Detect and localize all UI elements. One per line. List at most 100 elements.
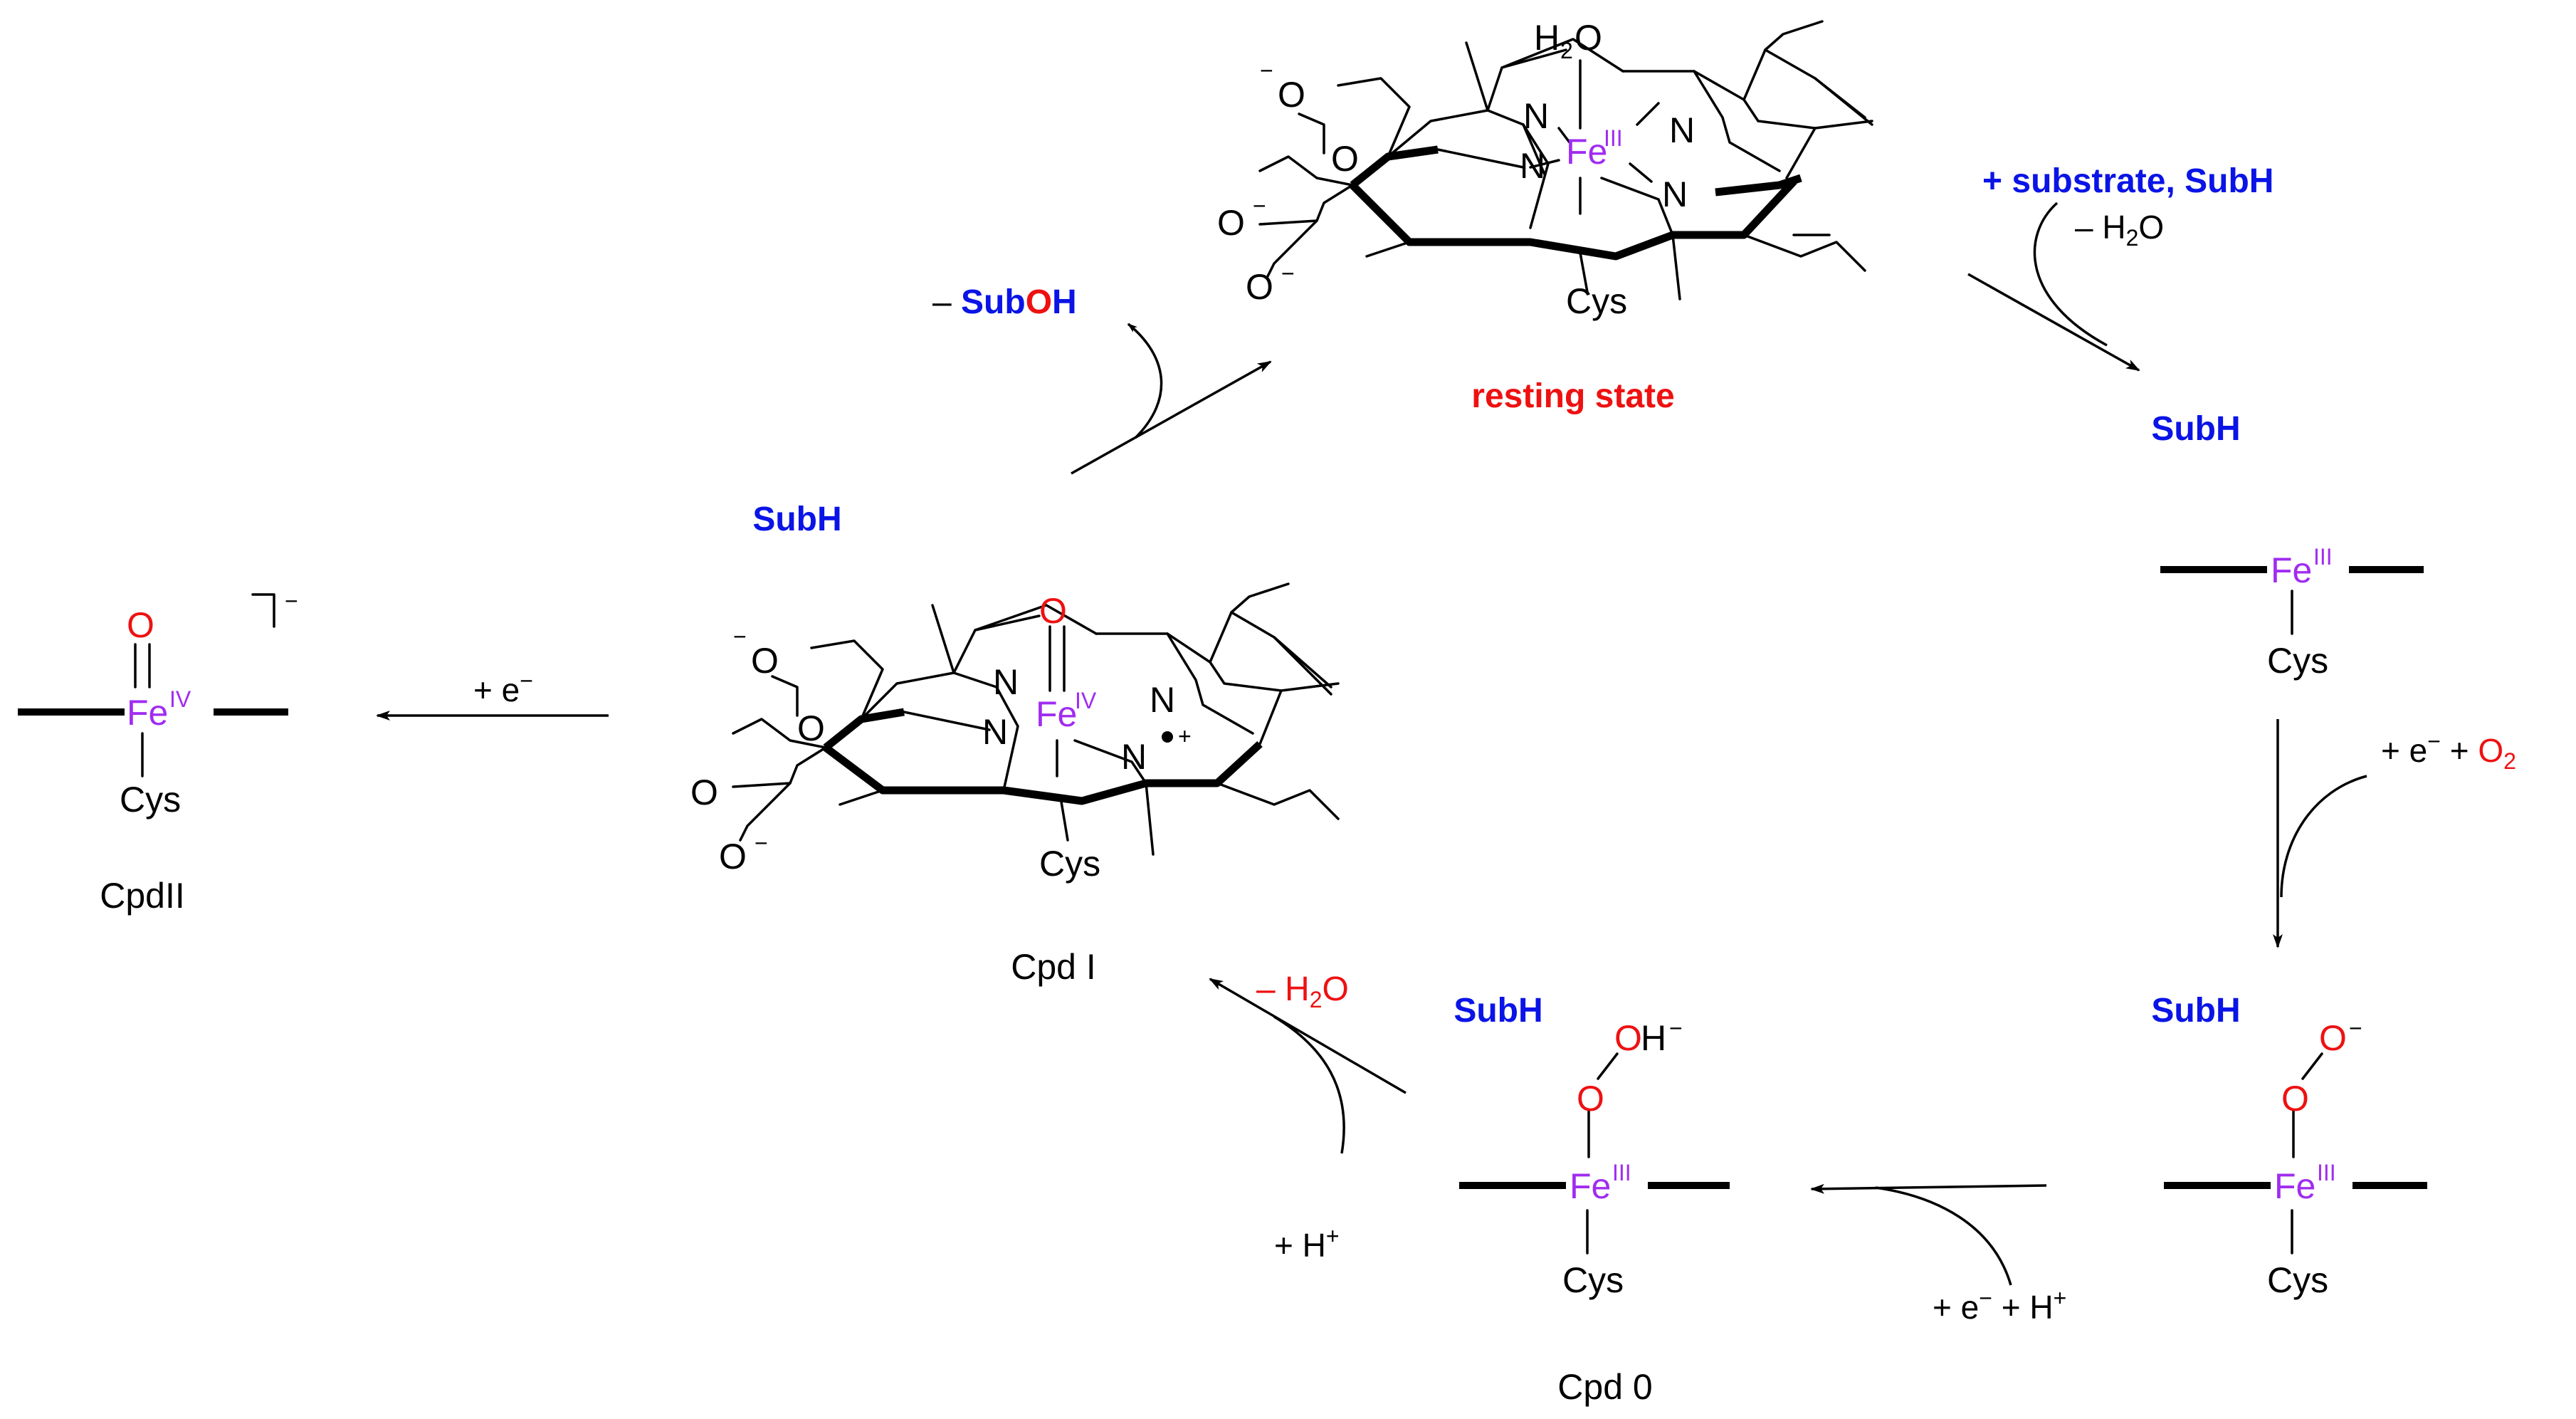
water-subscript: 2 bbox=[1560, 38, 1573, 63]
electron-charge: − bbox=[520, 668, 533, 693]
plus-text: + bbox=[2441, 732, 2478, 769]
arrow-reduction-protonation: + e− + H+ bbox=[1810, 1183, 2066, 1326]
nitrogen-label: N bbox=[982, 712, 1008, 752]
cys-label: Cys bbox=[1566, 281, 1627, 321]
nitrogen-label: N bbox=[1662, 174, 1688, 214]
electron-text: + e bbox=[1933, 1289, 1979, 1326]
svg-text:+ e− + O2: + e− + O2 bbox=[2381, 728, 2516, 774]
iron-label: Fe bbox=[1570, 1166, 1611, 1206]
proton-charge: + bbox=[1326, 1223, 1340, 1249]
proton-text: + H bbox=[1274, 1227, 1326, 1264]
iron-label: Fe bbox=[127, 693, 168, 733]
water-h-label: H bbox=[1534, 18, 1560, 58]
resting-state-structure: Fe III N N N N H 2 O Cys − O O O − O − bbox=[1217, 18, 1873, 321]
nitrogen-label: N bbox=[993, 662, 1019, 702]
plus-sign: + bbox=[1982, 162, 2012, 200]
resting-state-label: resting state bbox=[1471, 377, 1674, 415]
radical-dot bbox=[1162, 731, 1173, 743]
arrow-o2-binding: + e− + O2 bbox=[2273, 719, 2516, 948]
cpd-0-structure: O O H − Fe III Cys bbox=[1459, 1015, 1730, 1300]
oxo-oxygen: O bbox=[1039, 591, 1067, 631]
electron-text: + e bbox=[2381, 732, 2427, 769]
iron-oxidation-state: IV bbox=[1075, 688, 1097, 713]
oxygen-label: O bbox=[797, 708, 825, 748]
iron-oxidation-state: III bbox=[2317, 1160, 2336, 1185]
svg-text:+ e−: + e− bbox=[473, 668, 533, 708]
oxygen-label: O bbox=[1331, 139, 1359, 179]
svg-text:– SubOH: – SubOH bbox=[932, 283, 1077, 321]
svg-text:+ substrate, SubH: + substrate, SubH bbox=[1982, 162, 2273, 200]
iron-oxidation-state: III bbox=[1612, 1160, 1631, 1185]
cys-label: Cys bbox=[1562, 1260, 1624, 1300]
hydroperoxo-charge: − bbox=[1669, 1015, 1683, 1041]
arrow-cpd-ii-formation: + e− bbox=[376, 668, 609, 721]
water-o-label: O bbox=[1574, 18, 1602, 58]
oxygen-label: O bbox=[719, 837, 747, 876]
carboxylate-charge: − bbox=[1281, 261, 1295, 286]
carboxylate-charge: − bbox=[733, 624, 747, 649]
cpd-0-label: Cpd 0 bbox=[1557, 1367, 1652, 1407]
proximal-oxygen: O bbox=[1577, 1079, 1604, 1119]
nitrogen-label: N bbox=[1121, 737, 1147, 777]
minus-text: – bbox=[1256, 970, 1285, 1008]
iron-oxidation-state: III bbox=[1604, 125, 1623, 151]
electron-text: + e bbox=[473, 671, 520, 708]
oxo-oxygen: O bbox=[127, 605, 154, 645]
carboxylate-charge: − bbox=[755, 830, 768, 856]
subh-label-top-right: SubH bbox=[2151, 410, 2240, 448]
svg-text:– H2O: – H2O bbox=[2075, 209, 2164, 251]
cpd-i-label: Cpd I bbox=[1011, 947, 1096, 987]
water-o-text: O bbox=[2138, 209, 2164, 246]
radical-cation-charge: + bbox=[1178, 723, 1192, 749]
iron-oxidation-state: IV bbox=[169, 686, 191, 712]
minus-text: – bbox=[932, 283, 961, 321]
cpd-i-structure: O Fe IV N N N N + Cys − O O O O − bbox=[690, 582, 1340, 884]
superoxo-charge: − bbox=[2349, 1015, 2362, 1041]
subh-label-bottom-center: SubH bbox=[1453, 992, 1542, 1030]
nitrogen-label: N bbox=[1520, 146, 1545, 186]
cpd-ii-label: CpdII bbox=[100, 876, 185, 916]
cys-label: Cys bbox=[1039, 844, 1100, 884]
nitrogen-label: N bbox=[1669, 110, 1695, 150]
water-o-text: O bbox=[1323, 970, 1349, 1008]
ferric-superoxo: O O − Fe III Cys bbox=[2164, 1015, 2427, 1300]
oxygen-label: O bbox=[1278, 75, 1305, 115]
carboxylate-charge: − bbox=[1260, 58, 1273, 83]
cpd-ii-structure: O Fe IV Cys − bbox=[18, 588, 298, 820]
product-sub-text: Sub bbox=[961, 283, 1026, 321]
carboxylate-charge: − bbox=[1253, 193, 1266, 219]
nitrogen-label: N bbox=[1150, 680, 1175, 720]
arrow-substrate-binding: + substrate, SubH – H2O bbox=[1967, 162, 2273, 372]
hydroperoxo-h: H bbox=[1641, 1018, 1666, 1058]
bracket-charge: − bbox=[285, 588, 298, 614]
arrow-water-loss: + H+ – H2O bbox=[1209, 970, 1407, 1264]
oxygen-label: O bbox=[690, 773, 718, 812]
svg-text:+ e− + H+: + e− + H+ bbox=[1933, 1285, 2066, 1326]
water-subscript: 2 bbox=[1310, 987, 1323, 1012]
iron-oxidation-state: III bbox=[2313, 544, 2333, 570]
substrate-text: substrate, SubH bbox=[2012, 162, 2273, 200]
water-loss-text: – H bbox=[2075, 209, 2126, 246]
water-subscript: 2 bbox=[2126, 225, 2139, 251]
iron-label: Fe bbox=[1036, 694, 1077, 734]
distal-oxygen: O bbox=[1614, 1018, 1642, 1058]
distal-oxygen: O bbox=[2319, 1018, 2347, 1058]
product-o-text: O bbox=[1026, 283, 1052, 321]
iron-label: Fe bbox=[1566, 132, 1607, 172]
oxygen-label: O bbox=[1217, 203, 1245, 243]
proton-text: + H bbox=[1992, 1289, 2054, 1326]
cys-label: Cys bbox=[2267, 1260, 2328, 1300]
iron-label: Fe bbox=[2271, 550, 2312, 590]
oxygen-text: O bbox=[2478, 732, 2503, 769]
proton-charge: + bbox=[2054, 1285, 2067, 1311]
oxygen-subscript: 2 bbox=[2503, 748, 2516, 774]
arrow-product-release: – SubOH bbox=[932, 283, 1272, 475]
subh-label-bottom-right: SubH bbox=[2151, 992, 2240, 1030]
oxygen-label: O bbox=[751, 641, 779, 681]
electron-charge: − bbox=[1979, 1285, 1992, 1311]
product-h-text: H bbox=[1052, 283, 1077, 321]
electron-charge: − bbox=[2427, 728, 2441, 754]
nitrogen-label: N bbox=[1523, 96, 1549, 136]
proximal-oxygen: O bbox=[2281, 1079, 2309, 1119]
